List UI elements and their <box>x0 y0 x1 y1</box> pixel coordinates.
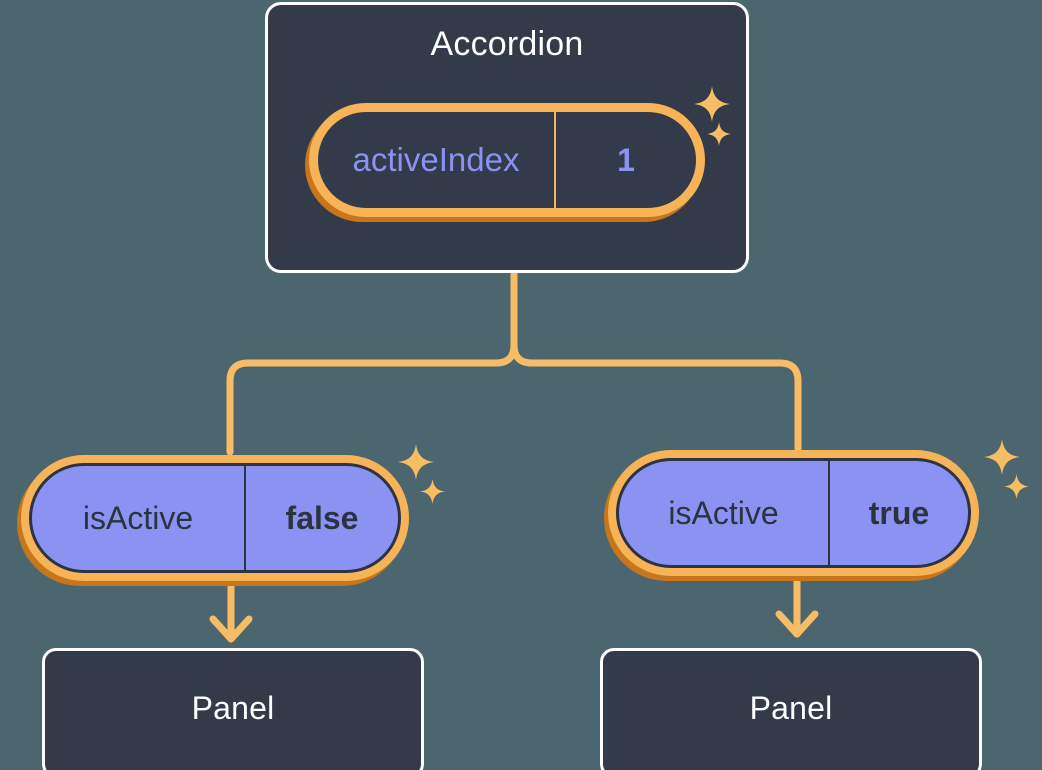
component-node-panel-left[interactable]: Panel <box>42 648 424 770</box>
sparkle-icon <box>420 479 445 504</box>
component-title: Panel <box>191 690 275 726</box>
state-pill-activeindex[interactable]: activeIndex 1 <box>309 103 705 217</box>
component-title: Panel <box>749 690 833 726</box>
connector-root-to-right <box>510 341 802 456</box>
arrowhead-left <box>209 615 253 643</box>
component-node-panel-right[interactable]: Panel <box>600 648 982 770</box>
sparkle-icon <box>1004 474 1029 499</box>
state-value: false <box>285 499 359 536</box>
component-title: Accordion <box>430 25 584 63</box>
state-key: isActive <box>619 461 830 565</box>
sparkle-icon <box>398 444 434 480</box>
sparkle-icon <box>984 439 1020 475</box>
state-value: true <box>868 494 930 531</box>
state-pill-isactive-left[interactable]: isActive false <box>29 463 401 573</box>
state-pill-isactive-right[interactable]: isActive true <box>616 458 971 568</box>
state-value: 1 <box>617 141 635 178</box>
state-key: isActive <box>32 466 246 570</box>
arrowhead-right <box>775 610 819 638</box>
connector-root-to-left <box>226 270 518 456</box>
state-key: activeIndex <box>318 112 556 208</box>
